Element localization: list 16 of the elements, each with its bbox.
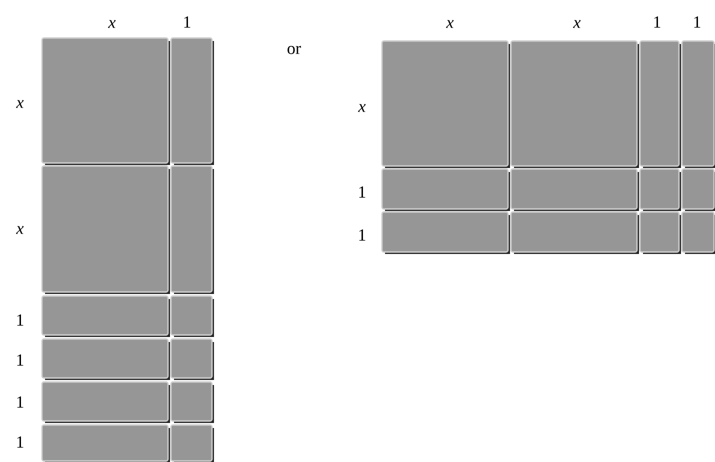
dimension-label: x	[573, 20, 581, 28]
dimension-label: 1	[17, 314, 24, 326]
dimension-label: 1	[654, 16, 660, 28]
dimension-label: 1	[17, 436, 24, 448]
dimension-label: x	[358, 104, 366, 112]
or-text: or	[288, 46, 301, 54]
dimension-label: 1	[694, 16, 700, 28]
dimension-label: 1	[359, 229, 366, 241]
dimension-label: 1	[359, 186, 366, 198]
dimension-label: 1	[17, 396, 24, 408]
dimension-label: x	[108, 20, 116, 28]
dimension-label: 1	[184, 16, 190, 28]
dimension-label: x	[16, 226, 24, 234]
dimension-label: x	[446, 20, 454, 28]
dimension-label: x	[16, 100, 24, 108]
dimension-label: 1	[17, 354, 24, 366]
